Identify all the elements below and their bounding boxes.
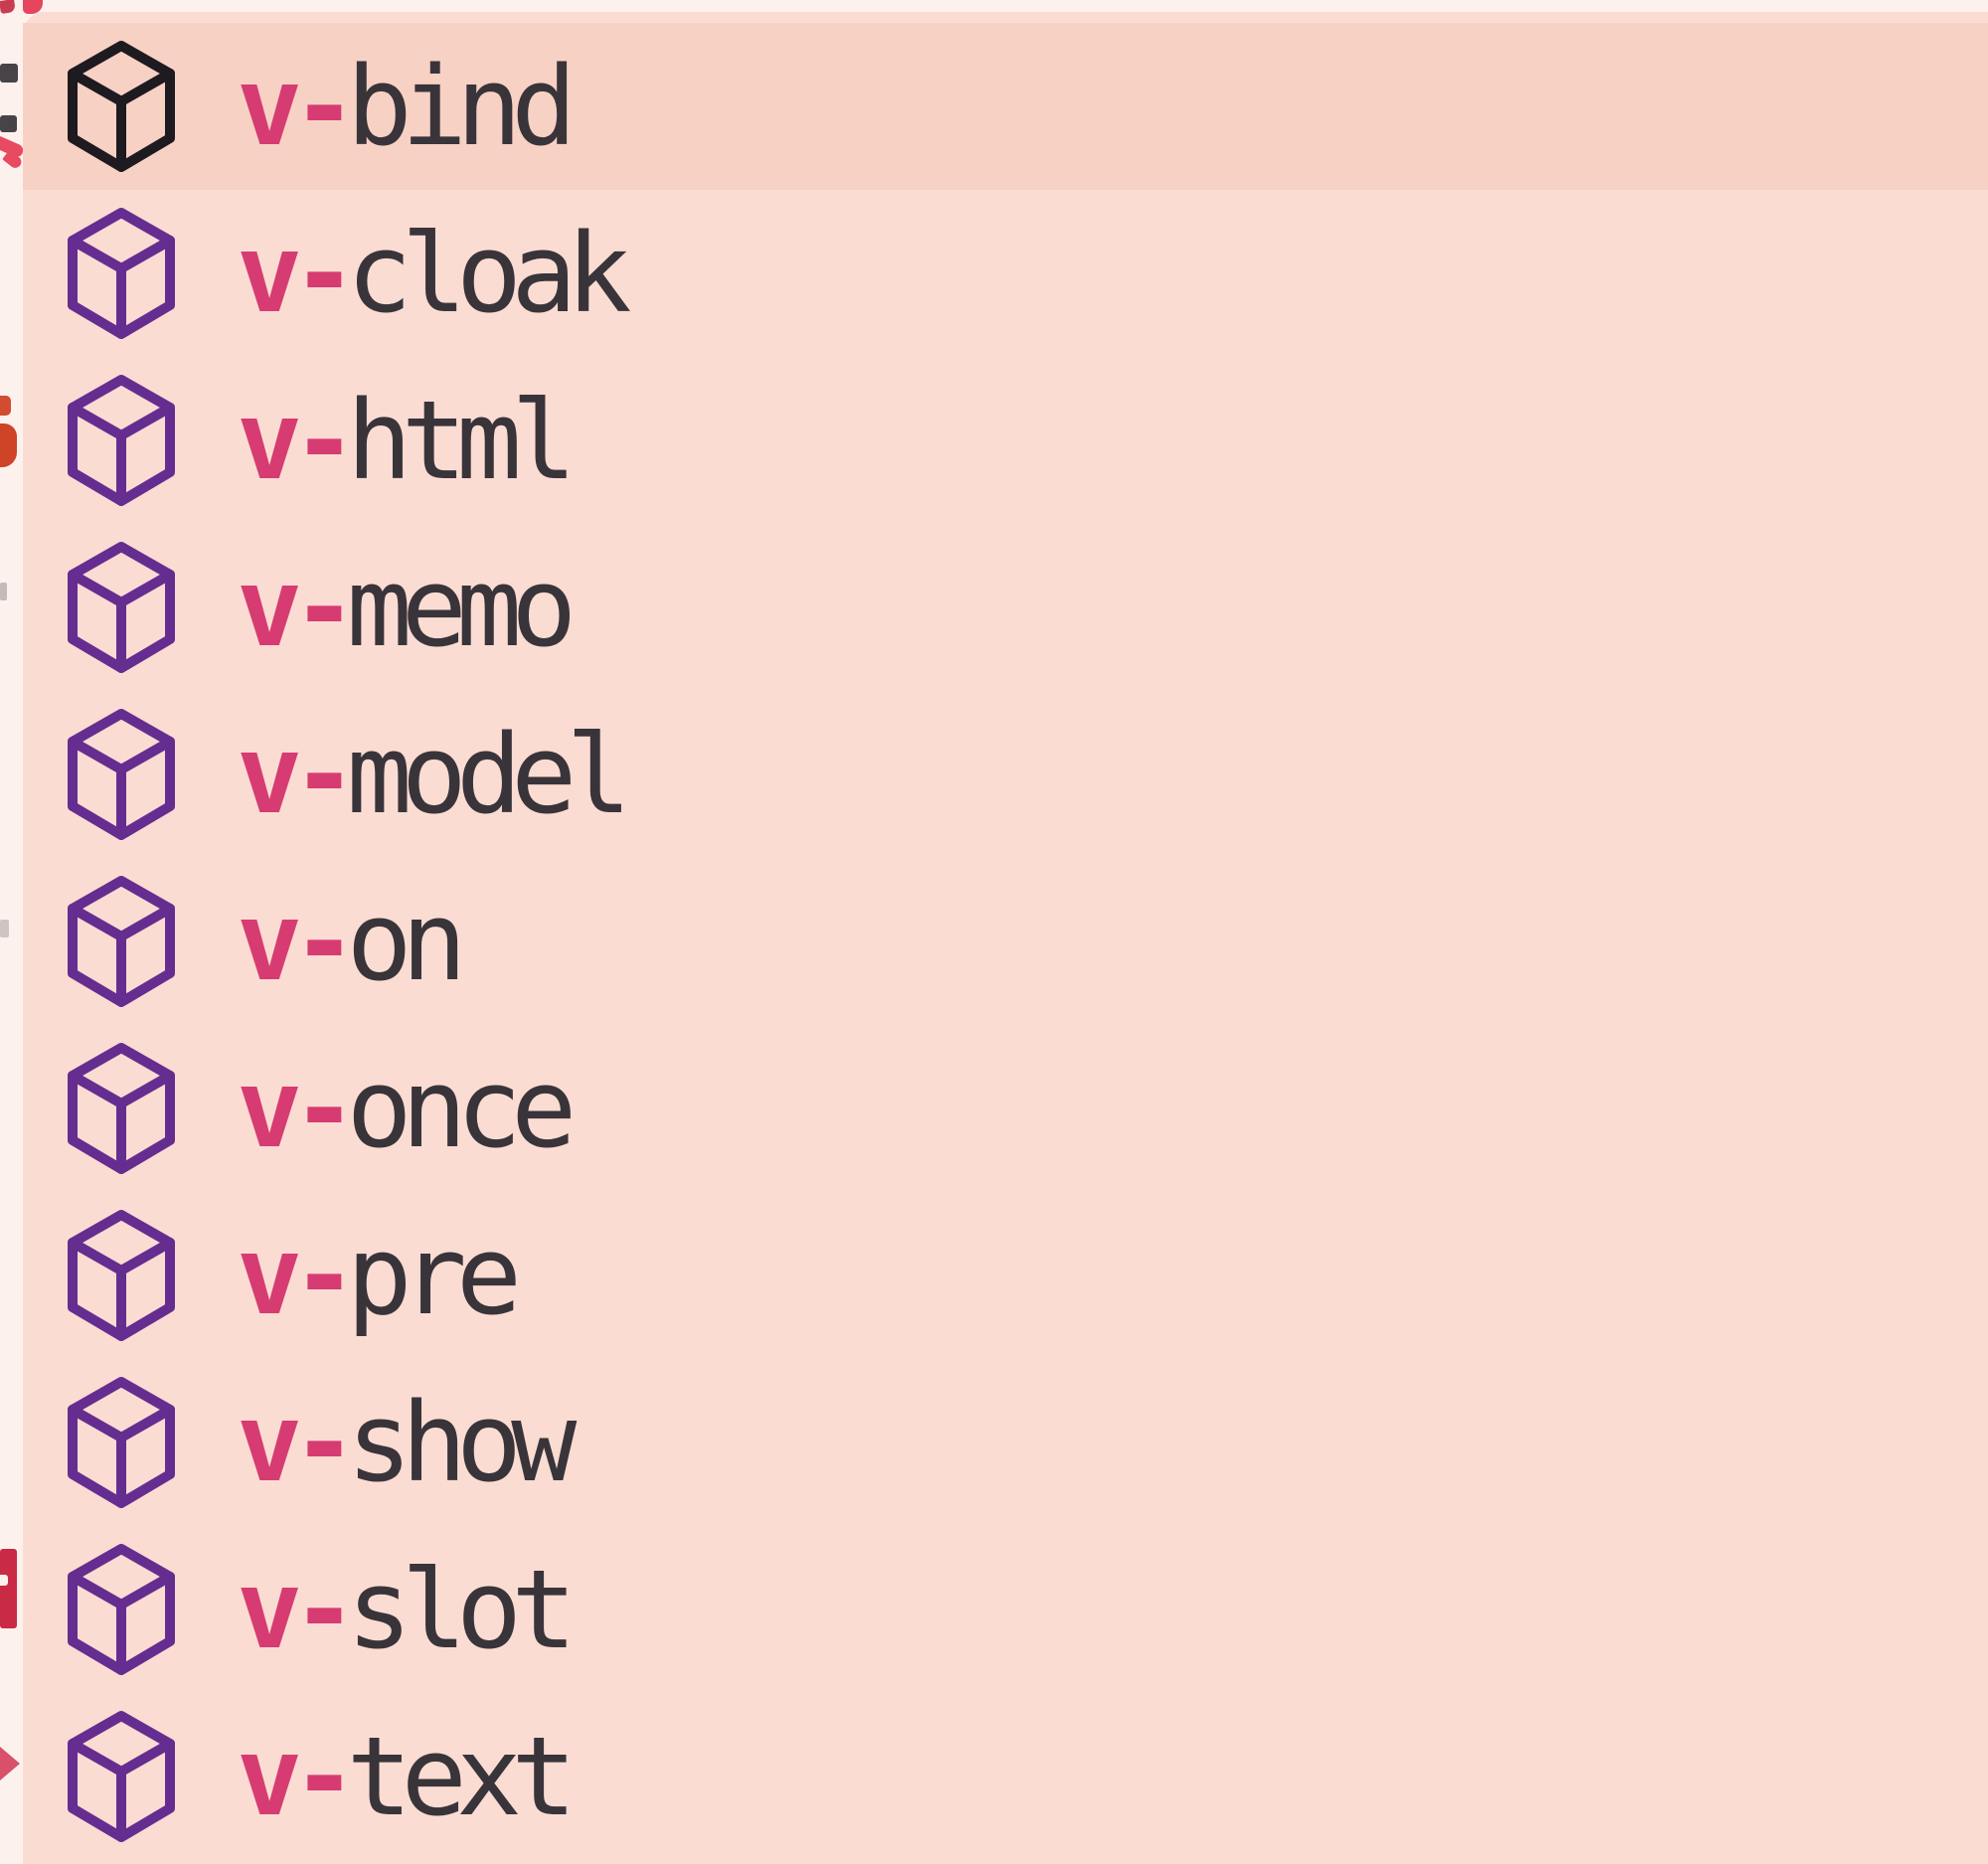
code-fragment [0,0,16,14]
suggestion-label-match: v- [237,1713,357,1840]
cube-icon [66,1709,177,1844]
suggestion-label-rest: text [346,1713,577,1840]
suggestion-label: v-slot [237,1555,577,1664]
cube-icon [66,373,177,508]
suggestion-item-v-text[interactable]: v-text [23,1693,1988,1860]
suggestion-label-match: v- [237,1045,357,1172]
code-fragment [0,396,11,416]
suggestion-label-rest: html [346,377,577,504]
suggestion-label-match: v- [237,1546,357,1673]
code-fragment [0,920,9,937]
cube-icon [66,206,177,341]
suggestion-label: v-show [237,1388,577,1497]
suggestion-label: v-memo [237,553,577,662]
suggestion-label-match: v- [237,544,357,671]
code-fragment [23,0,43,14]
suggestion-label: v-model [237,720,632,829]
code-fragment [0,424,17,467]
suggestion-label: v-pre [237,1221,522,1330]
suggestion-label-rest: pre [346,1212,522,1339]
cube-icon [66,1208,177,1343]
code-fragment [0,1575,8,1586]
suggestion-label-rest: model [346,711,631,838]
suggestion-label-match: v- [237,711,357,838]
code-fragment [0,115,17,132]
suggestion-item-v-cloak[interactable]: v-cloak [23,190,1988,357]
suggestion-label-rest: memo [346,544,577,671]
suggestion-item-v-once[interactable]: v-once [23,1025,1988,1192]
suggestion-item-v-memo[interactable]: v-memo [23,524,1988,691]
suggestion-label-match: v- [237,43,357,170]
suggestion-label-match: v- [237,1212,357,1339]
cube-icon [66,874,177,1009]
cube-icon [66,1041,177,1176]
suggestion-item-v-slot[interactable]: v-slot [23,1526,1988,1693]
suggestion-item-v-show[interactable]: v-show [23,1359,1988,1526]
cube-icon [66,1542,177,1677]
suggestion-item-v-html[interactable]: v-html [23,357,1988,524]
suggestion-label-match: v- [237,210,357,337]
suggestion-item-v-on[interactable]: v-on [23,858,1988,1025]
suggestion-item-v-model[interactable]: v-model [23,691,1988,858]
suggestion-label-rest: cloak [346,210,631,337]
cube-icon [66,707,177,842]
code-fragment [0,1747,20,1780]
suggestion-label-match: v- [237,878,357,1005]
suggestion-label-match: v- [237,377,357,504]
cube-icon [66,39,177,174]
suggestion-label-rest: on [346,878,466,1005]
suggestion-label-match: v- [237,1379,357,1506]
suggestion-label-rest: bind [346,43,577,170]
suggestion-label: v-on [237,887,467,996]
suggestion-label: v-html [237,386,577,495]
suggestion-label-rest: once [346,1045,577,1172]
suggestion-label: v-bind [237,52,577,161]
cube-icon [66,1375,177,1510]
suggestion-label: v-cloak [237,219,632,328]
code-fragment [0,64,18,83]
suggestion-item-v-pre[interactable]: v-pre [23,1192,1988,1359]
cube-icon [66,540,177,675]
suggestion-item-v-bind[interactable]: v-bind [23,23,1988,190]
suggestion-label-rest: slot [346,1546,577,1673]
suggestion-label-rest: show [346,1379,577,1506]
code-fragment [0,1549,17,1628]
suggestion-label: v-text [237,1722,577,1831]
code-fragment [0,583,7,600]
suggestion-label: v-once [237,1054,577,1163]
autocomplete-dropdown: v-bind v-cloak v-html v-memo v-model v-o… [23,12,1988,1864]
suggestion-list: v-bind v-cloak v-html v-memo v-model v-o… [23,23,1988,1860]
